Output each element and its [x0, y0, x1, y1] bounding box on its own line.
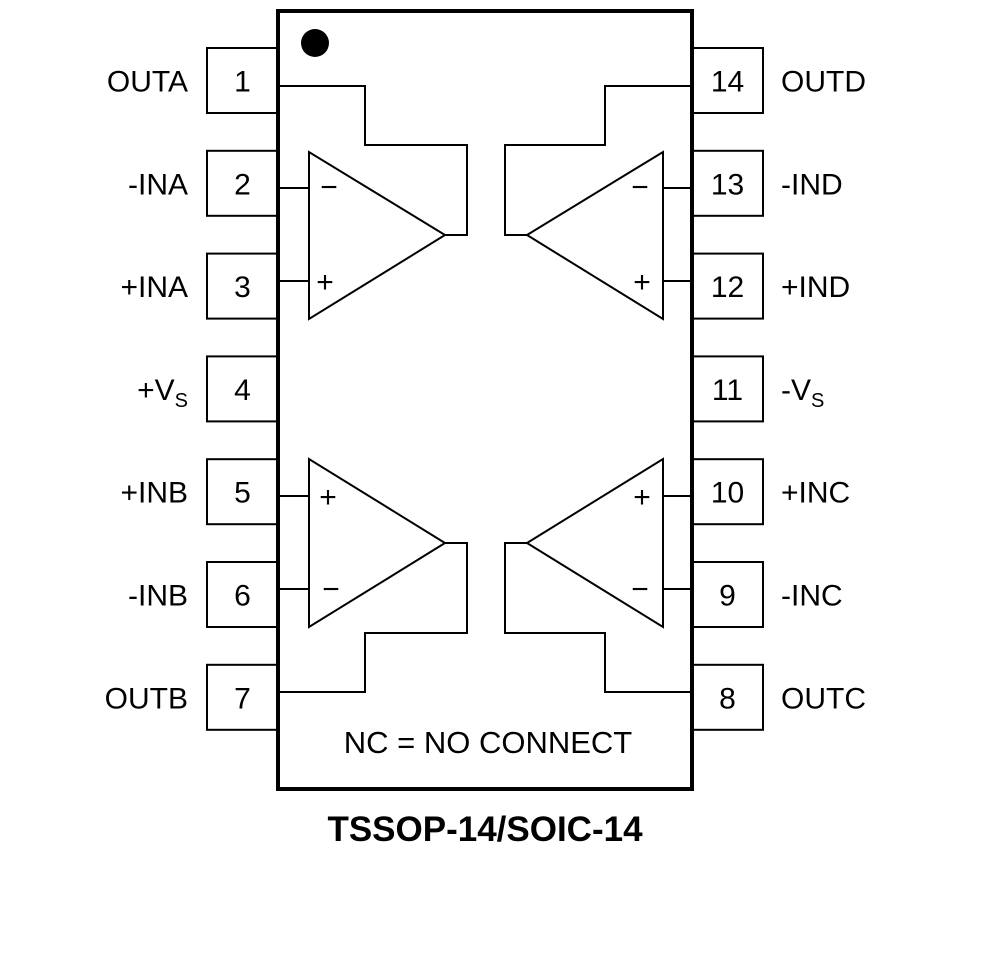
no-connect-note: NC = NO CONNECT — [344, 725, 633, 760]
op-amp-a-triangle — [308, 150, 447, 321]
pin-8-name: OUTC — [781, 682, 866, 715]
pin-1-name: OUTA — [107, 66, 188, 99]
pin-10: 10 +INC — [691, 458, 850, 526]
pin-4-box — [206, 355, 279, 423]
pin-7: 7 OUTB — [105, 663, 279, 731]
pin-2-name: -INA — [128, 168, 188, 201]
pin-9-box — [691, 561, 764, 628]
op-amp-c-top-sign: + — [633, 481, 651, 514]
pin-6: 6 -INB — [128, 561, 279, 628]
pin-7-box — [206, 663, 279, 731]
pin-12-box — [691, 252, 764, 320]
pin-2-box — [206, 149, 279, 217]
right-pin-group: 14 OUTD 13 -IND 12 +IND 11 -VS 10 +INC 9 -INC 8 OUTC — [691, 47, 866, 731]
pin-7-name: OUTB — [105, 682, 188, 715]
pin-14-box — [691, 47, 764, 114]
pin-12-name: +IND — [781, 271, 850, 304]
pin-5-name: +INB — [120, 477, 188, 510]
pin-1-box — [206, 47, 279, 114]
pin-6-number: 6 — [234, 580, 251, 613]
op-amp-d-bottom-sign: + — [633, 266, 651, 299]
pin-11-number: 11 — [712, 374, 743, 407]
pin-13-name: -IND — [781, 168, 843, 201]
pin-10-name: +INC — [781, 477, 850, 510]
pin-14-name: OUTD — [781, 66, 866, 99]
pin-14-number: 14 — [711, 66, 744, 99]
op-amp-d: − + — [504, 85, 690, 321]
pin-4-name: +VS — [137, 374, 188, 412]
pin-14: 14 OUTD — [691, 47, 866, 114]
pin-11-name: -VS — [781, 374, 824, 412]
op-amp-a-bottom-sign: + — [316, 266, 334, 299]
package-label: TSSOP-14/SOIC-14 — [327, 810, 643, 849]
pin-10-number: 10 — [711, 477, 744, 510]
wire-output-a-to-pin1 — [280, 85, 468, 236]
pin-7-number: 7 — [234, 682, 251, 715]
op-amp-b: + − — [280, 457, 468, 693]
pin-3-name: +INA — [120, 271, 188, 304]
pin-13-box — [691, 149, 764, 217]
pin-3-box — [206, 252, 279, 320]
pin-4: 4 +VS — [137, 355, 279, 423]
pin1-marker-dot — [301, 29, 329, 57]
op-amp-d-triangle — [525, 150, 664, 321]
pin-5: 5 +INB — [120, 458, 279, 526]
pin-9-name: -INC — [781, 580, 843, 613]
op-amp-c: + − — [504, 457, 690, 693]
pin-9-number: 9 — [719, 580, 736, 613]
pin-13: 13 -IND — [691, 149, 843, 217]
op-amp-c-bottom-sign: − — [631, 573, 649, 606]
left-pin-group: 1 OUTA 2 -INA 3 +INA 4 +VS 5 +INB 6 -INB 7 OUTB — [105, 47, 279, 731]
op-amp-c-triangle — [525, 457, 664, 629]
pin-11-box — [691, 355, 764, 423]
wire-output-b-to-pin7 — [280, 542, 468, 693]
ic-body — [276, 9, 694, 791]
pin-6-box — [206, 561, 279, 628]
op-amp-b-top-sign: + — [319, 481, 337, 514]
pin-6-name: -INB — [128, 580, 188, 613]
pin-8: 8 OUTC — [691, 663, 866, 731]
op-amp-b-bottom-sign: − — [322, 573, 340, 606]
pin-13-number: 13 — [711, 168, 744, 201]
wire-output-c-to-pin8 — [504, 542, 690, 693]
op-amp-a: − + — [280, 85, 468, 321]
pin-2: 2 -INA — [128, 149, 279, 217]
pin-1-number: 1 — [234, 66, 251, 99]
pin-2-number: 2 — [234, 168, 251, 201]
op-amp-b-triangle — [308, 457, 447, 629]
pin-8-number: 8 — [719, 682, 736, 715]
pin-4-number: 4 — [234, 374, 251, 407]
pin-1: 1 OUTA — [107, 47, 279, 114]
pin-11: 11 -VS — [691, 355, 824, 423]
op-amp-a-top-sign: − — [320, 171, 338, 204]
pin-5-box — [206, 458, 279, 526]
pin-12: 12 +IND — [691, 252, 850, 320]
pin-3-number: 3 — [234, 271, 251, 304]
pin-9: 9 -INC — [691, 561, 843, 628]
pin-5-number: 5 — [234, 477, 251, 510]
pin-8-box — [691, 663, 764, 731]
pin-12-number: 12 — [711, 271, 744, 304]
op-amp-d-top-sign: − — [631, 171, 649, 204]
wire-output-d-to-pin14 — [504, 85, 690, 236]
pin-10-box — [691, 458, 764, 526]
pin-3: 3 +INA — [120, 252, 279, 320]
